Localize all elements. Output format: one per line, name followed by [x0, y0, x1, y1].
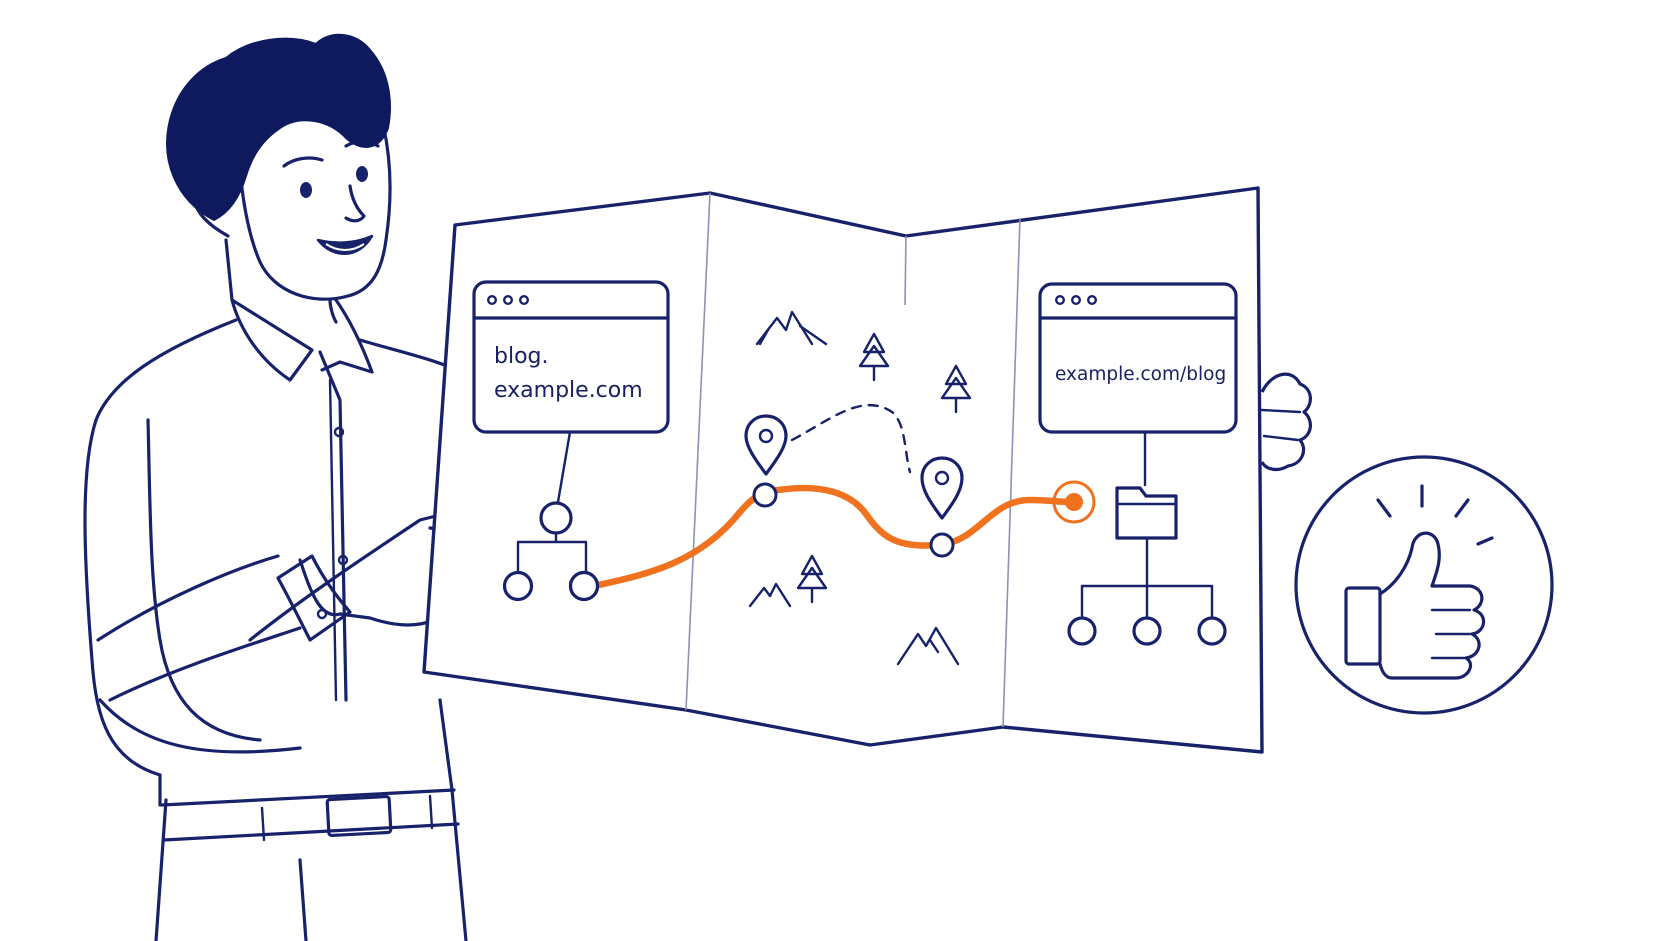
cuff-button [316, 608, 328, 620]
pine-tree-icon [940, 364, 972, 414]
browser-window-icon: blog. example.com [472, 280, 670, 434]
map-pin-icon [920, 456, 964, 520]
neck-right [328, 298, 338, 324]
badge-circle [1294, 455, 1554, 715]
torso-left-outline [83, 318, 238, 777]
folded-map: blog. example.com example.com/blog [422, 186, 1264, 754]
pine-tree-icon [796, 554, 828, 604]
shirt-button [337, 554, 349, 566]
map-fold [904, 235, 907, 306]
sparkle-lines [1376, 484, 1494, 546]
face-outline [237, 118, 392, 301]
left-window-domain-line1: blog. [494, 344, 549, 369]
route-waypoint [752, 482, 778, 508]
neck-left [224, 238, 234, 302]
orange-route [590, 484, 1076, 590]
right-hand [1260, 372, 1312, 472]
collar-left [230, 298, 314, 382]
hair [166, 33, 391, 222]
map-pin-icon [744, 414, 788, 476]
eye-left [300, 182, 312, 198]
thumbs-up-badge [1294, 455, 1554, 715]
eye-right [356, 166, 368, 182]
pine-tree-icon [858, 332, 890, 382]
belt-buckle [325, 794, 393, 838]
thumbs-up-icon [1344, 531, 1486, 680]
browser-window-icon: example.com/blog [1038, 282, 1238, 434]
left-window-domain-line2: example.com [494, 378, 643, 403]
collar-right [320, 298, 374, 374]
map-sheet [422, 186, 1264, 754]
mountain-icon [755, 310, 828, 346]
map-fold [685, 192, 711, 711]
mountain-icon [748, 582, 792, 608]
right-window-url: example.com/blog [1055, 364, 1226, 385]
route-waypoint [929, 532, 955, 558]
smile [316, 234, 374, 255]
folder-icon [1115, 486, 1178, 540]
route-start-node [568, 570, 600, 602]
map-fold [1002, 217, 1021, 728]
dashed-trail [790, 403, 912, 474]
sitemap-tree-icon [1067, 536, 1227, 646]
shirt-cuff [276, 554, 352, 642]
shirt-button [333, 426, 345, 438]
belt-bottom [162, 822, 460, 842]
route-destination-target [1052, 480, 1096, 524]
mountain-icon [896, 626, 960, 666]
placket [318, 350, 348, 702]
belt-top [160, 788, 456, 807]
nose [344, 184, 366, 223]
